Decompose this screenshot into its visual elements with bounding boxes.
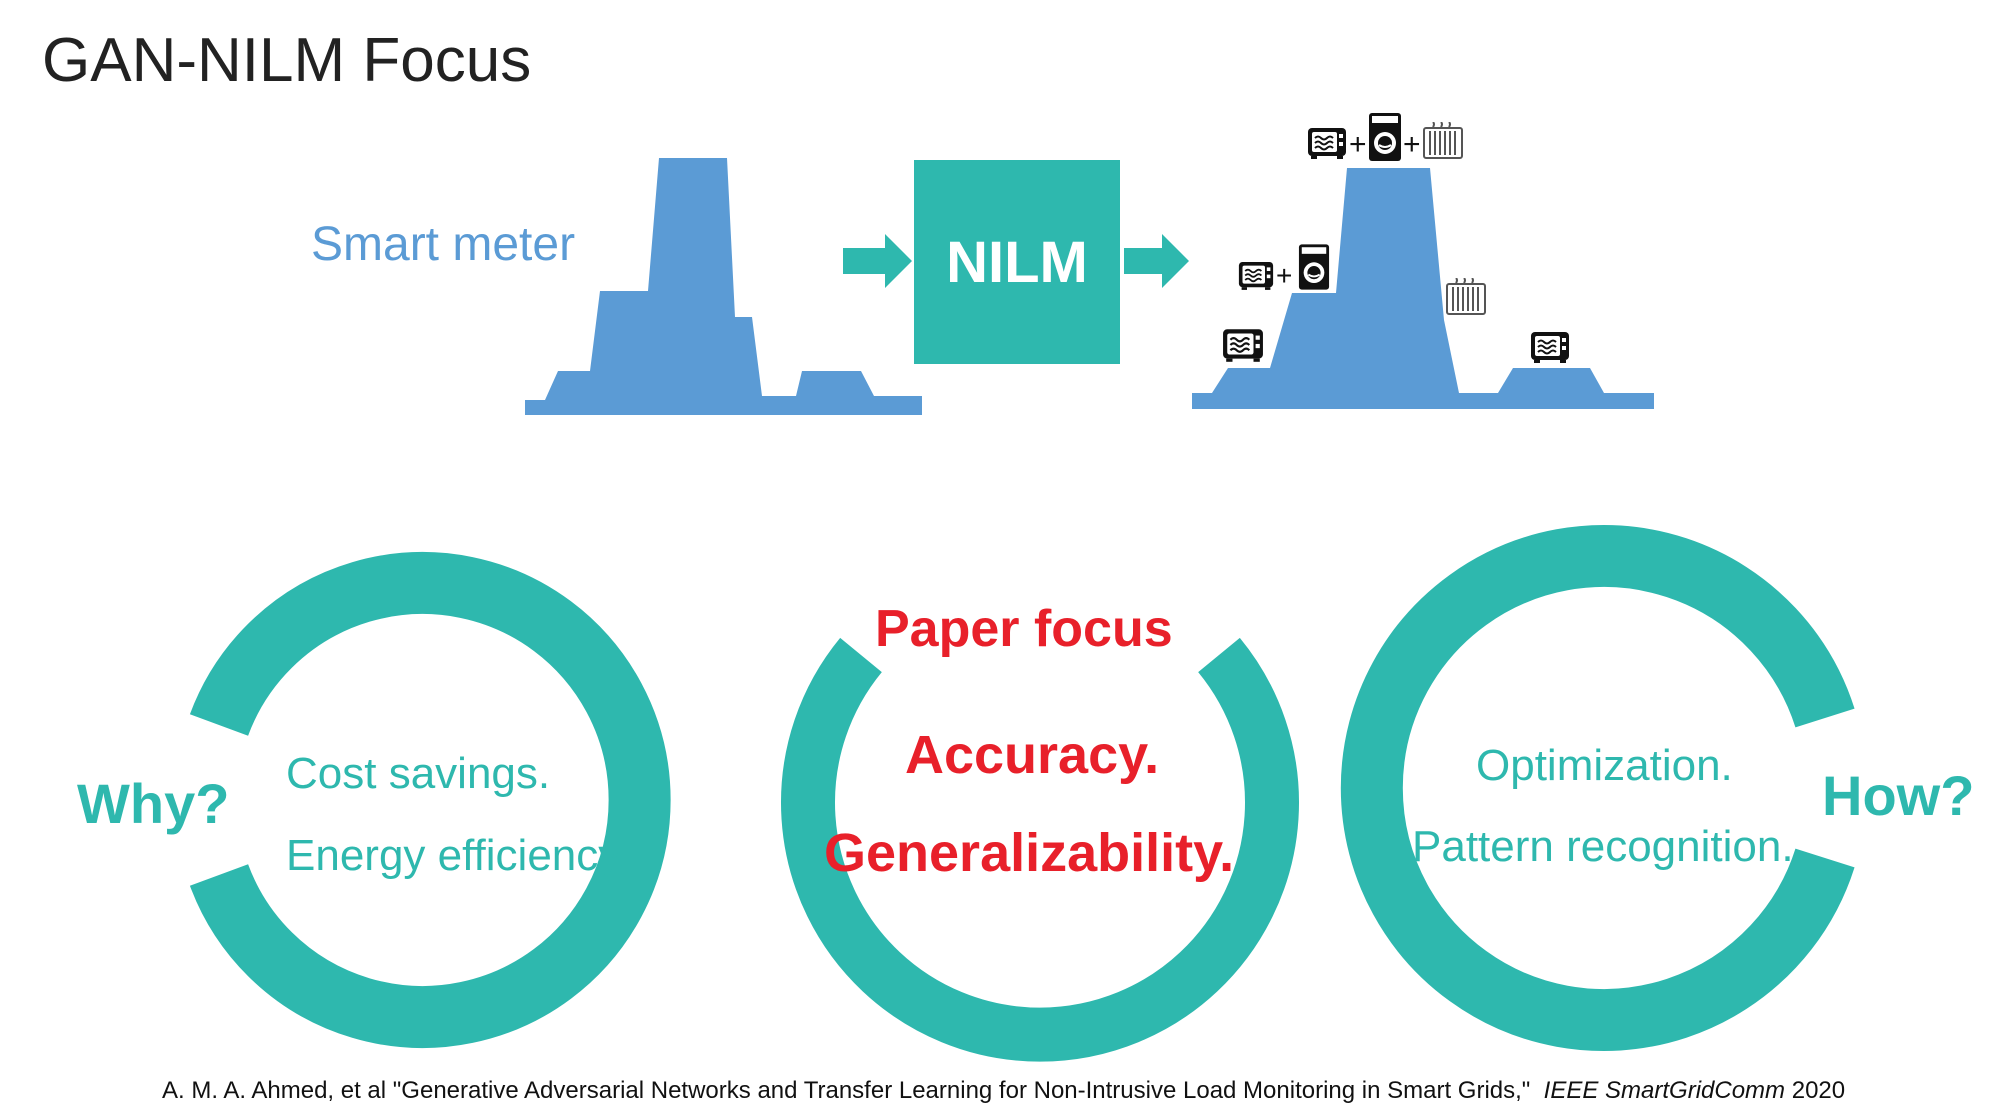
citation-text: A. M. A. Ahmed, et al "Generative Advers… xyxy=(162,1077,1531,1104)
plus-sign: + xyxy=(1349,128,1367,161)
arrow-from-nilm xyxy=(1124,234,1189,288)
how-question: How? xyxy=(1822,764,1975,827)
plus-sign: + xyxy=(1276,260,1293,291)
smart-meter-label: Smart meter xyxy=(311,218,576,271)
citation-year: 2020 xyxy=(1791,1077,1846,1104)
citation: A. M. A. Ahmed, et al "Generative Advers… xyxy=(162,1079,1845,1103)
microwave-icon xyxy=(1223,329,1263,362)
why-item-energy-efficiency: Energy efficiency. xyxy=(286,831,630,880)
why-question: Why? xyxy=(77,772,230,835)
focus-item-generalizability: Generalizability. xyxy=(824,823,1235,883)
why-cycle-ring xyxy=(189,552,671,1048)
slide-title: GAN-NILM Focus xyxy=(42,26,532,95)
arrow-to-nilm xyxy=(843,234,912,288)
focus-item-accuracy: Accuracy. xyxy=(905,725,1160,785)
aggregate-load-profile xyxy=(525,158,922,415)
why-item-cost-savings: Cost savings. xyxy=(286,749,551,798)
microwave-icon xyxy=(1531,332,1569,363)
microwave-icon xyxy=(1238,262,1274,290)
plus-sign: + xyxy=(1403,128,1421,161)
radiator-icon xyxy=(1446,278,1486,315)
focus-cycle-ring xyxy=(781,637,1299,1062)
how-cycle-ring xyxy=(1340,525,1855,1051)
microwave-icon xyxy=(1308,128,1346,159)
washing-machine-icon xyxy=(1369,113,1401,161)
nilm-block: NILM xyxy=(914,160,1120,364)
washing-machine-icon xyxy=(1298,244,1330,290)
radiator-icon xyxy=(1423,122,1463,159)
how-item-pattern-recognition: Pattern recognition. xyxy=(1412,822,1794,871)
citation-venue: IEEE SmartGridComm xyxy=(1543,1077,1786,1104)
paper-focus-header: Paper focus xyxy=(875,600,1173,658)
how-item-optimization: Optimization. xyxy=(1476,741,1733,790)
nilm-label: NILM xyxy=(946,229,1088,295)
disaggregated-load-profile xyxy=(1192,168,1654,409)
